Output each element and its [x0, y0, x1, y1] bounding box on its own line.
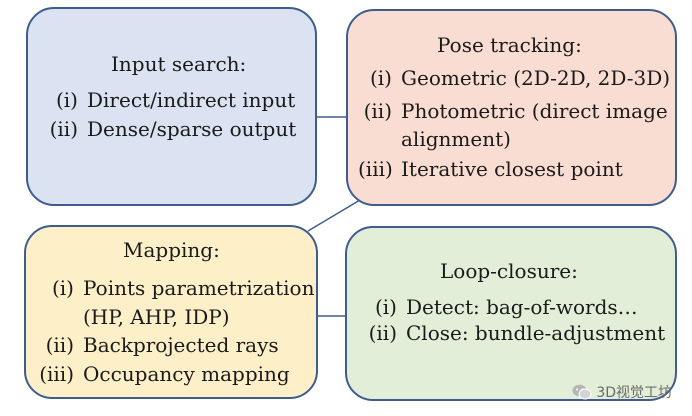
item-number: (ii) — [49, 117, 78, 141]
watermark-text: 3D视觉工坊 — [596, 385, 672, 401]
watermark: 3D视觉工坊 — [572, 382, 672, 402]
item-number: (i) — [369, 66, 392, 90]
pose-tracking-item-2: (ii) Photometric (direct image — [358, 99, 668, 123]
loop-closure-item-2: (ii) Close: bundle-adjustment — [367, 321, 666, 345]
item-text: Iterative closest point — [401, 157, 623, 181]
item-text: Occupancy mapping — [83, 362, 290, 386]
item-text: Photometric (direct image — [401, 99, 668, 123]
item-number: (ii) — [363, 99, 392, 123]
item-text: Points parametrization — [83, 276, 315, 300]
item-text: Direct/indirect input — [87, 88, 296, 112]
item-number: (i) — [55, 88, 78, 112]
mapping-item-1: (i) Points parametrization — [38, 276, 314, 300]
item-number: (iii) — [39, 362, 74, 386]
mapping-item-3: (iii) Occupancy mapping — [38, 362, 290, 386]
pose-tracking-box: Pose tracking: (i) Geometric (2D-2D, 2D-3… — [346, 9, 677, 206]
wechat-icon — [572, 384, 592, 400]
item-text: Dense/sparse output — [87, 117, 297, 141]
mapping-item-1-continued: (HP, AHP, IDP) — [83, 305, 230, 329]
pose-tracking-item-1: (i) Geometric (2D-2D, 2D-3D) — [358, 66, 670, 90]
loop-closure-item-1: (i) Detect: bag-of-words… — [367, 295, 638, 319]
loop-closure-box: Loop-closure: (i) Detect: bag-of-words… (… — [345, 226, 677, 401]
input-search-box: Input search: (i) Direct/indirect input (… — [26, 7, 317, 206]
input-search-item-1: (i) Direct/indirect input — [48, 88, 295, 112]
item-text: Backprojected rays — [83, 333, 279, 357]
mapping-box: Mapping: (i) Points parametrization (HP, … — [24, 225, 318, 399]
pose-tracking-title: Pose tracking: — [437, 33, 582, 57]
mapping-item-2: (ii) Backprojected rays — [38, 333, 279, 357]
pose-tracking-item-2-continued: alignment) — [401, 127, 511, 151]
loop-closure-title: Loop-closure: — [440, 259, 578, 283]
item-number: (i) — [51, 276, 74, 300]
input-search-title: Input search: — [111, 52, 247, 76]
item-text: Close: bundle-adjustment — [406, 321, 666, 345]
item-number: (ii) — [45, 333, 74, 357]
item-number: (i) — [374, 295, 397, 319]
item-text: Geometric (2D-2D, 2D-3D) — [401, 66, 671, 90]
item-number: (iii) — [358, 157, 393, 181]
mapping-title: Mapping: — [123, 238, 220, 262]
input-search-item-2: (ii) Dense/sparse output — [48, 117, 297, 141]
connector-mapping-pose — [307, 199, 361, 232]
item-number: (ii) — [368, 321, 397, 345]
item-text: Detect: bag-of-words… — [406, 295, 638, 319]
pose-tracking-item-3: (iii) Iterative closest point — [358, 157, 623, 181]
